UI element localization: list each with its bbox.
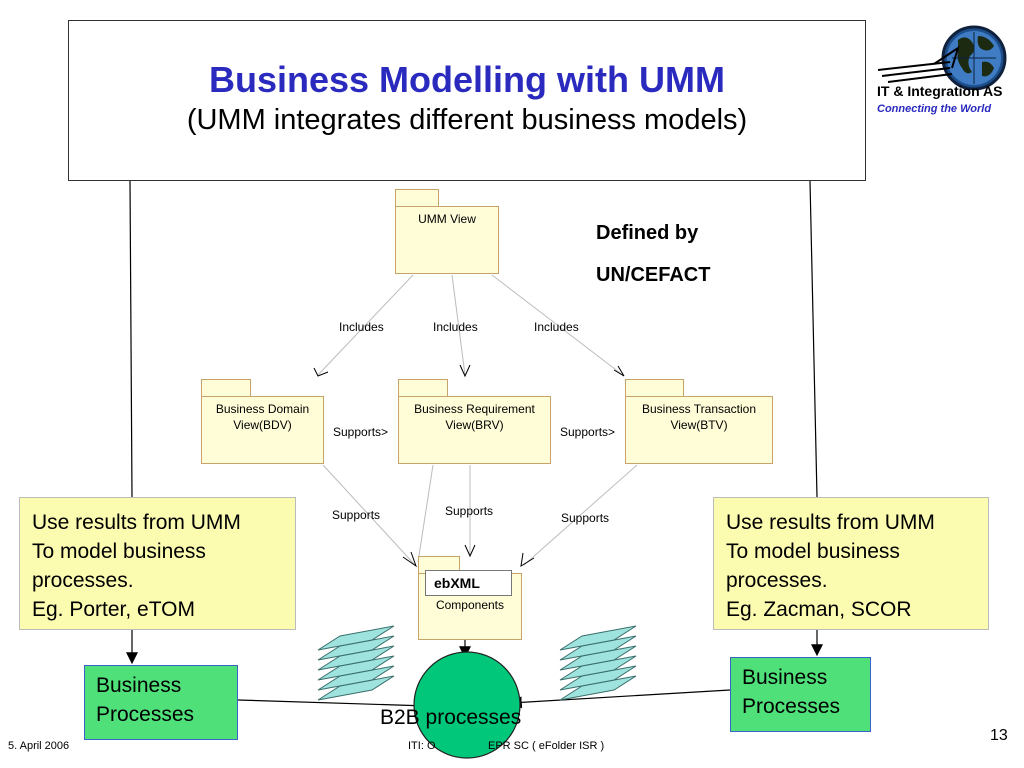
- footer-center-right: EPR SC ( eFolder ISR ): [488, 740, 605, 752]
- left-business-processes: Business Processes: [84, 665, 238, 740]
- left-bp-to-b2b-arrow: [237, 699, 430, 712]
- includes-label-bdv: Includes: [339, 320, 384, 334]
- bdv-package: Business Domain View(BDV): [201, 379, 324, 464]
- bdv-label-line-1: Business Domain: [215, 402, 310, 416]
- left-note-line-2: To model business: [32, 540, 206, 563]
- supports-label-right: Supports: [561, 511, 610, 525]
- umm-view-package: UMM View: [395, 189, 499, 274]
- umm-view-label: UMM View: [395, 206, 499, 274]
- brv-label-line-1: Business Requirement: [414, 402, 535, 416]
- arrowhead-bdv: [313, 367, 329, 377]
- right-note-line-3: processes.: [726, 569, 828, 592]
- globe-icon: [941, 25, 1007, 90]
- right-note-line-2: To model business: [726, 540, 900, 563]
- bdv-label-line-2: View(BDV): [233, 418, 292, 432]
- supports-label-bdv-brv: Supports>: [333, 425, 389, 439]
- left-note-line-1: Use results from UMM: [32, 511, 241, 534]
- document-stack-right: [559, 625, 637, 701]
- components-label: Components: [435, 598, 505, 612]
- footer-date: 5. April 2006: [8, 740, 70, 752]
- btv-package: Business Transaction View(BTV): [625, 379, 773, 464]
- right-bp-line-2: Processes: [742, 695, 841, 718]
- right-vertical-line: [809, 180, 818, 498]
- right-bp-to-b2b-arrow: [509, 689, 731, 709]
- right-note: Use results from UMM To model business p…: [713, 497, 989, 630]
- footer-center-left: ITI: O: [408, 740, 436, 752]
- includes-brv-line: [451, 274, 466, 376]
- right-bp-line-1: Business: [742, 666, 828, 689]
- company-name: IT & Integration AS: [877, 83, 1003, 99]
- includes-label-brv: Includes: [433, 320, 478, 334]
- slide-subtitle: (UMM integrates different business model…: [186, 104, 748, 136]
- supports-label-center: Supports: [445, 504, 494, 518]
- arrowhead-ebxml-center: [464, 544, 476, 558]
- left-note: Use results from UMM To model business p…: [19, 497, 296, 630]
- right-note-line-4: Eg. Zacman, SCOR: [726, 598, 912, 621]
- ebxml-label: ebXML: [425, 570, 512, 596]
- includes-btv-line: [491, 274, 625, 377]
- supports-bdv-ebxml-line: [322, 464, 416, 566]
- left-note-line-4: Eg. Porter, eTOM: [32, 598, 196, 621]
- supports-label-brv-btv: Supports>: [560, 425, 616, 439]
- right-business-processes: Business Processes: [730, 657, 871, 732]
- b2b-circle: [413, 651, 521, 759]
- company-logo: [877, 25, 1007, 90]
- left-note-line-3: processes.: [32, 569, 134, 592]
- brv-label-line-2: View(BRV): [445, 418, 504, 432]
- slide-title: Business Modelling with UMM: [208, 59, 725, 100]
- arrowhead-btv: [613, 365, 625, 377]
- arrowhead-ebxml-right: [520, 552, 535, 567]
- arrowhead-brv: [459, 364, 471, 378]
- supports-btv-ebxml-line: [523, 464, 638, 566]
- supports-brv-ebxml-line: [417, 464, 434, 563]
- brv-package: Business Requirement View(BRV): [398, 379, 551, 464]
- includes-label-btv: Includes: [534, 320, 579, 334]
- defined-by-line-1: Defined by: [596, 222, 699, 244]
- btv-label-line-1: Business Transaction: [641, 402, 757, 416]
- includes-bdv-line: [317, 274, 414, 376]
- page-number: 13: [990, 727, 1008, 744]
- left-vertical-line: [129, 180, 133, 498]
- right-note-line-1: Use results from UMM: [726, 511, 935, 534]
- defined-by-note: Defined by UN/CEFACT: [596, 212, 710, 296]
- supports-label-left: Supports: [332, 508, 381, 522]
- btv-label-line-2: View(BTV): [670, 418, 728, 432]
- b2b-processes-label: B2B processes: [380, 706, 522, 729]
- left-bp-line-1: Business: [96, 674, 182, 697]
- document-stack-left: [317, 625, 395, 701]
- company-tagline: Connecting the World: [877, 103, 992, 115]
- defined-by-line-2: UN/CEFACT: [596, 264, 711, 286]
- title-box: [68, 20, 866, 181]
- arrowhead-ebxml-left: [402, 551, 417, 568]
- left-bp-line-2: Processes: [96, 703, 195, 726]
- swoosh-lines: [877, 45, 960, 83]
